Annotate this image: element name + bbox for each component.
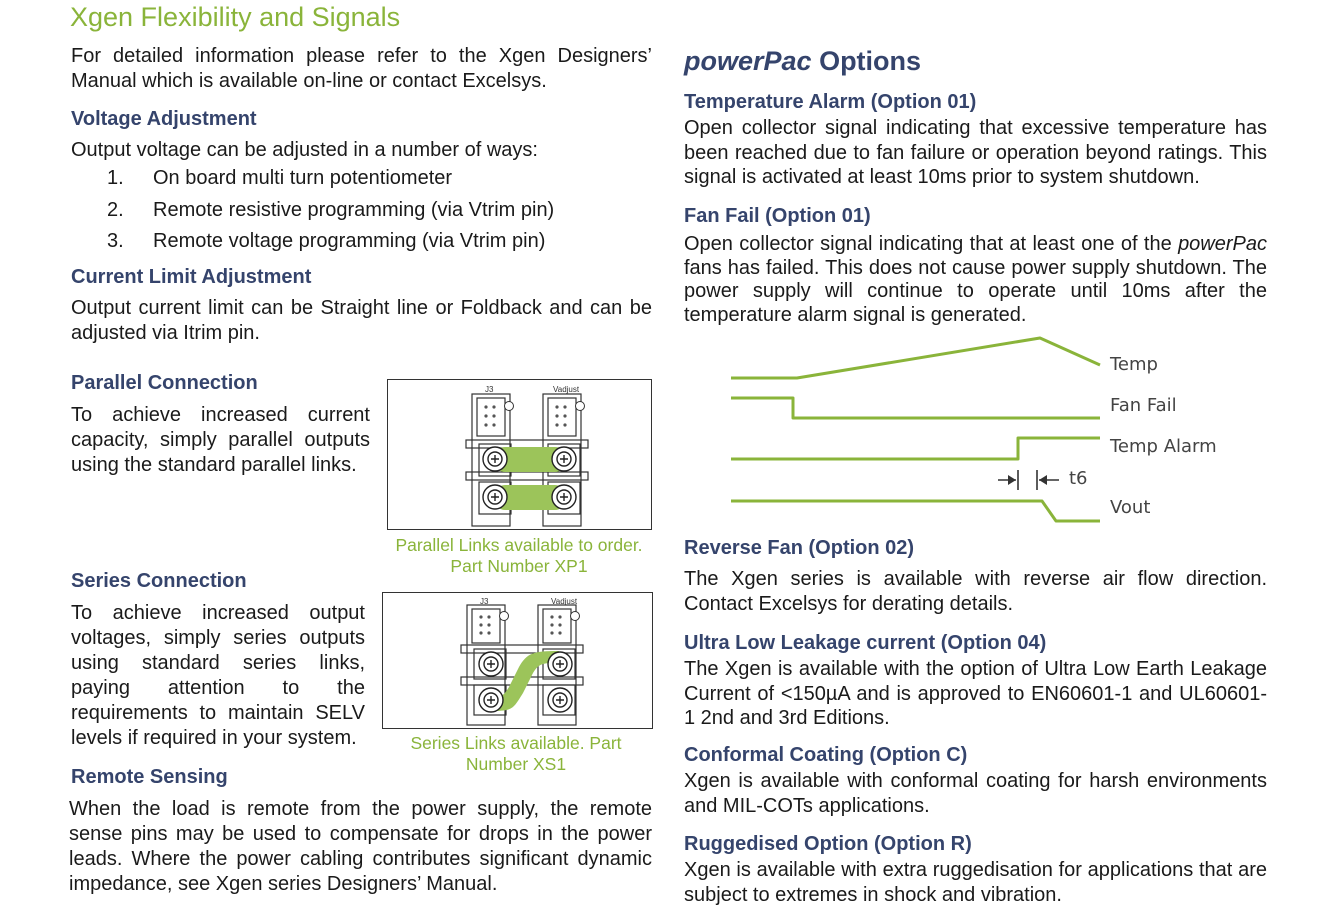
list-number: 1. xyxy=(107,167,124,189)
ruggedised-heading: Ruggedised Option (Option R) xyxy=(684,833,972,855)
list-item: 1. On board multi turn potentiometer xyxy=(71,163,652,195)
list-number: 2. xyxy=(107,198,124,221)
powerpac-options-heading: powerPac Options xyxy=(684,44,921,78)
fan-fail-text-italic: powerPac xyxy=(1178,233,1267,255)
conformal-coating-heading: Conformal Coating (Option C) xyxy=(684,744,968,766)
powerpac-italic: powerPac xyxy=(684,46,812,76)
timing-diagram: Temp Fan Fail Temp Alarm Vout t6 xyxy=(720,330,1280,530)
voltage-adjustment-text: Output voltage can be adjusted in a numb… xyxy=(71,139,538,161)
caption-line: Part Number XP1 xyxy=(450,556,588,576)
temp-alarm-signal-line xyxy=(731,436,1100,461)
ultra-low-leakage-heading: Ultra Low Leakage current (Option 04) xyxy=(684,632,1047,654)
vout-signal-line xyxy=(731,499,1100,523)
series-links-figure: J3 Vadjust xyxy=(382,592,653,729)
voltage-adjustment-heading: Voltage Adjustment xyxy=(71,108,257,130)
caption-line: Number XS1 xyxy=(465,754,567,774)
parallel-connection-text: To achieve increased current capacity, s… xyxy=(71,404,370,476)
remote-sensing-heading: Remote Sensing xyxy=(71,766,228,788)
vadjust-label: Vadjust xyxy=(553,385,580,394)
list-item: 3. Remote voltage programming (via Vtrim … xyxy=(71,226,652,258)
temp-alarm-label: Temp Alarm xyxy=(1109,436,1217,457)
list-text: On board multi turn potentiometer xyxy=(153,167,453,189)
list-item: 2. Remote resistive programming (via Vtri… xyxy=(71,195,652,227)
voltage-methods-list: 1. On board multi turn potentiometer 2. Re… xyxy=(71,163,652,258)
fan-fail-text-end: fans has failed. This does not cause pow… xyxy=(684,256,1267,326)
fan-fail-label: Fan Fail xyxy=(1110,395,1177,416)
list-number: 3. xyxy=(107,230,124,252)
fan-fail-heading: Fan Fail (Option 01) xyxy=(684,205,871,227)
series-connection-text: To achieve increased output voltages, si… xyxy=(71,602,365,749)
intro-paragraph: For detailed information please refer to… xyxy=(71,45,652,92)
t6-label: t6 xyxy=(1069,468,1088,489)
reverse-fan-text: The Xgen series is available with revers… xyxy=(684,568,1267,615)
fan-fail-text: Open collector signal indicating that at… xyxy=(684,233,1267,327)
vout-label: Vout xyxy=(1110,497,1150,518)
parallel-links-figure: J3 Vadjust xyxy=(387,379,652,530)
parallel-caption: Parallel Links available to order. Part … xyxy=(380,535,658,577)
list-text: Remote resistive programming (via Vtrim … xyxy=(153,198,555,221)
parallel-connection-heading: Parallel Connection xyxy=(71,372,258,394)
remote-sensing-text: When the load is remote from the power s… xyxy=(69,798,652,895)
list-text: Remote voltage programming (via Vtrim pi… xyxy=(153,230,546,252)
options-word: Options xyxy=(811,46,922,76)
left-column: For detailed information please refer to… xyxy=(71,44,652,346)
series-connection-heading: Series Connection xyxy=(71,570,247,592)
caption-line: Parallel Links available to order. xyxy=(395,535,643,555)
caption-line: Series Links available. Part xyxy=(410,733,622,753)
ultra-low-leakage-text: The Xgen is available with the option of… xyxy=(684,658,1267,729)
temp-alarm-heading: Temperature Alarm (Option 01) xyxy=(684,91,977,113)
fan-fail-signal-line xyxy=(731,396,1100,420)
current-limit-text: Output current limit can be Straight lin… xyxy=(71,296,652,344)
j3-label: J3 xyxy=(480,597,489,606)
ruggedised-text: Xgen is available with extra ruggedisati… xyxy=(684,859,1267,906)
temp-alarm-text: Open collector signal indicating that ex… xyxy=(684,117,1267,188)
conformal-coating-text: Xgen is available with conformal coating… xyxy=(684,770,1267,817)
series-caption: Series Links available. Part Number XS1 xyxy=(380,733,652,775)
j3-label: J3 xyxy=(485,385,494,394)
reverse-fan-heading: Reverse Fan (Option 02) xyxy=(684,537,915,559)
temp-label: Temp xyxy=(1109,354,1158,375)
vadjust-label: Vadjust xyxy=(551,597,578,606)
temp-signal-line xyxy=(731,336,1101,380)
fan-fail-text-start: Open collector signal indicating that at… xyxy=(684,233,1179,255)
current-limit-heading: Current Limit Adjustment xyxy=(71,265,312,288)
page-title: Xgen Flexibility and Signals xyxy=(70,2,401,32)
